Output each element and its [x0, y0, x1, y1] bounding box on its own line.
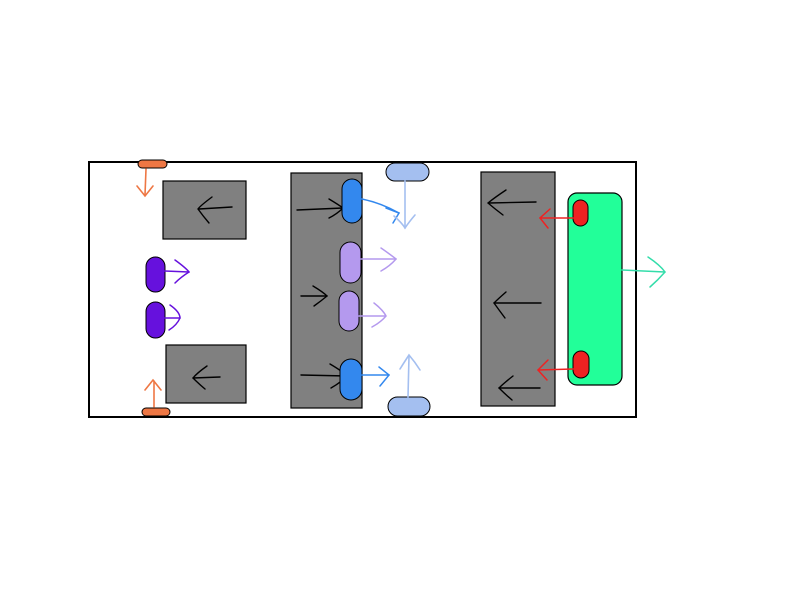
left-top-block [162, 180, 247, 240]
red-pill-top [572, 199, 589, 227]
arrow-right-icon [164, 304, 181, 331]
light-blue-pill-top [385, 162, 430, 182]
arrow-left-icon [493, 291, 542, 319]
right-column [480, 171, 556, 407]
orange-pill-top [137, 159, 168, 169]
arrow-left-icon [486, 189, 537, 216]
arrow-left-icon [192, 365, 221, 390]
violet-pill-upper [145, 256, 166, 293]
blue-pill-bottom [339, 358, 363, 401]
arrow-left-icon [538, 208, 574, 229]
arrow-right-icon [361, 366, 391, 387]
arrow-up-icon [144, 378, 162, 408]
light-blue-pill-bottom [387, 396, 431, 417]
green-plate [567, 192, 623, 386]
lavender-pill-lower [338, 290, 360, 332]
outer-frame [88, 161, 637, 418]
red-pill-bottom [572, 350, 590, 379]
arrow-right-icon [621, 256, 666, 288]
arrow-up-icon [399, 353, 421, 398]
arrow-left-icon [197, 196, 233, 224]
lavender-pill-upper [339, 241, 362, 284]
arrow-down-icon [393, 180, 416, 230]
arrow-left-icon [498, 375, 541, 401]
arrow-right-icon [300, 285, 329, 307]
arrow-down-icon [136, 168, 154, 198]
arrow-right-icon [164, 259, 191, 284]
left-bottom-block [165, 344, 247, 404]
arrow-right-icon [361, 198, 401, 224]
orange-pill-bottom [141, 407, 171, 417]
violet-pill-lower [145, 301, 166, 339]
arrow-right-icon [360, 247, 398, 272]
blue-pill-top [341, 178, 363, 224]
arrow-right-icon [358, 302, 387, 328]
arrow-left-icon [536, 359, 574, 381]
